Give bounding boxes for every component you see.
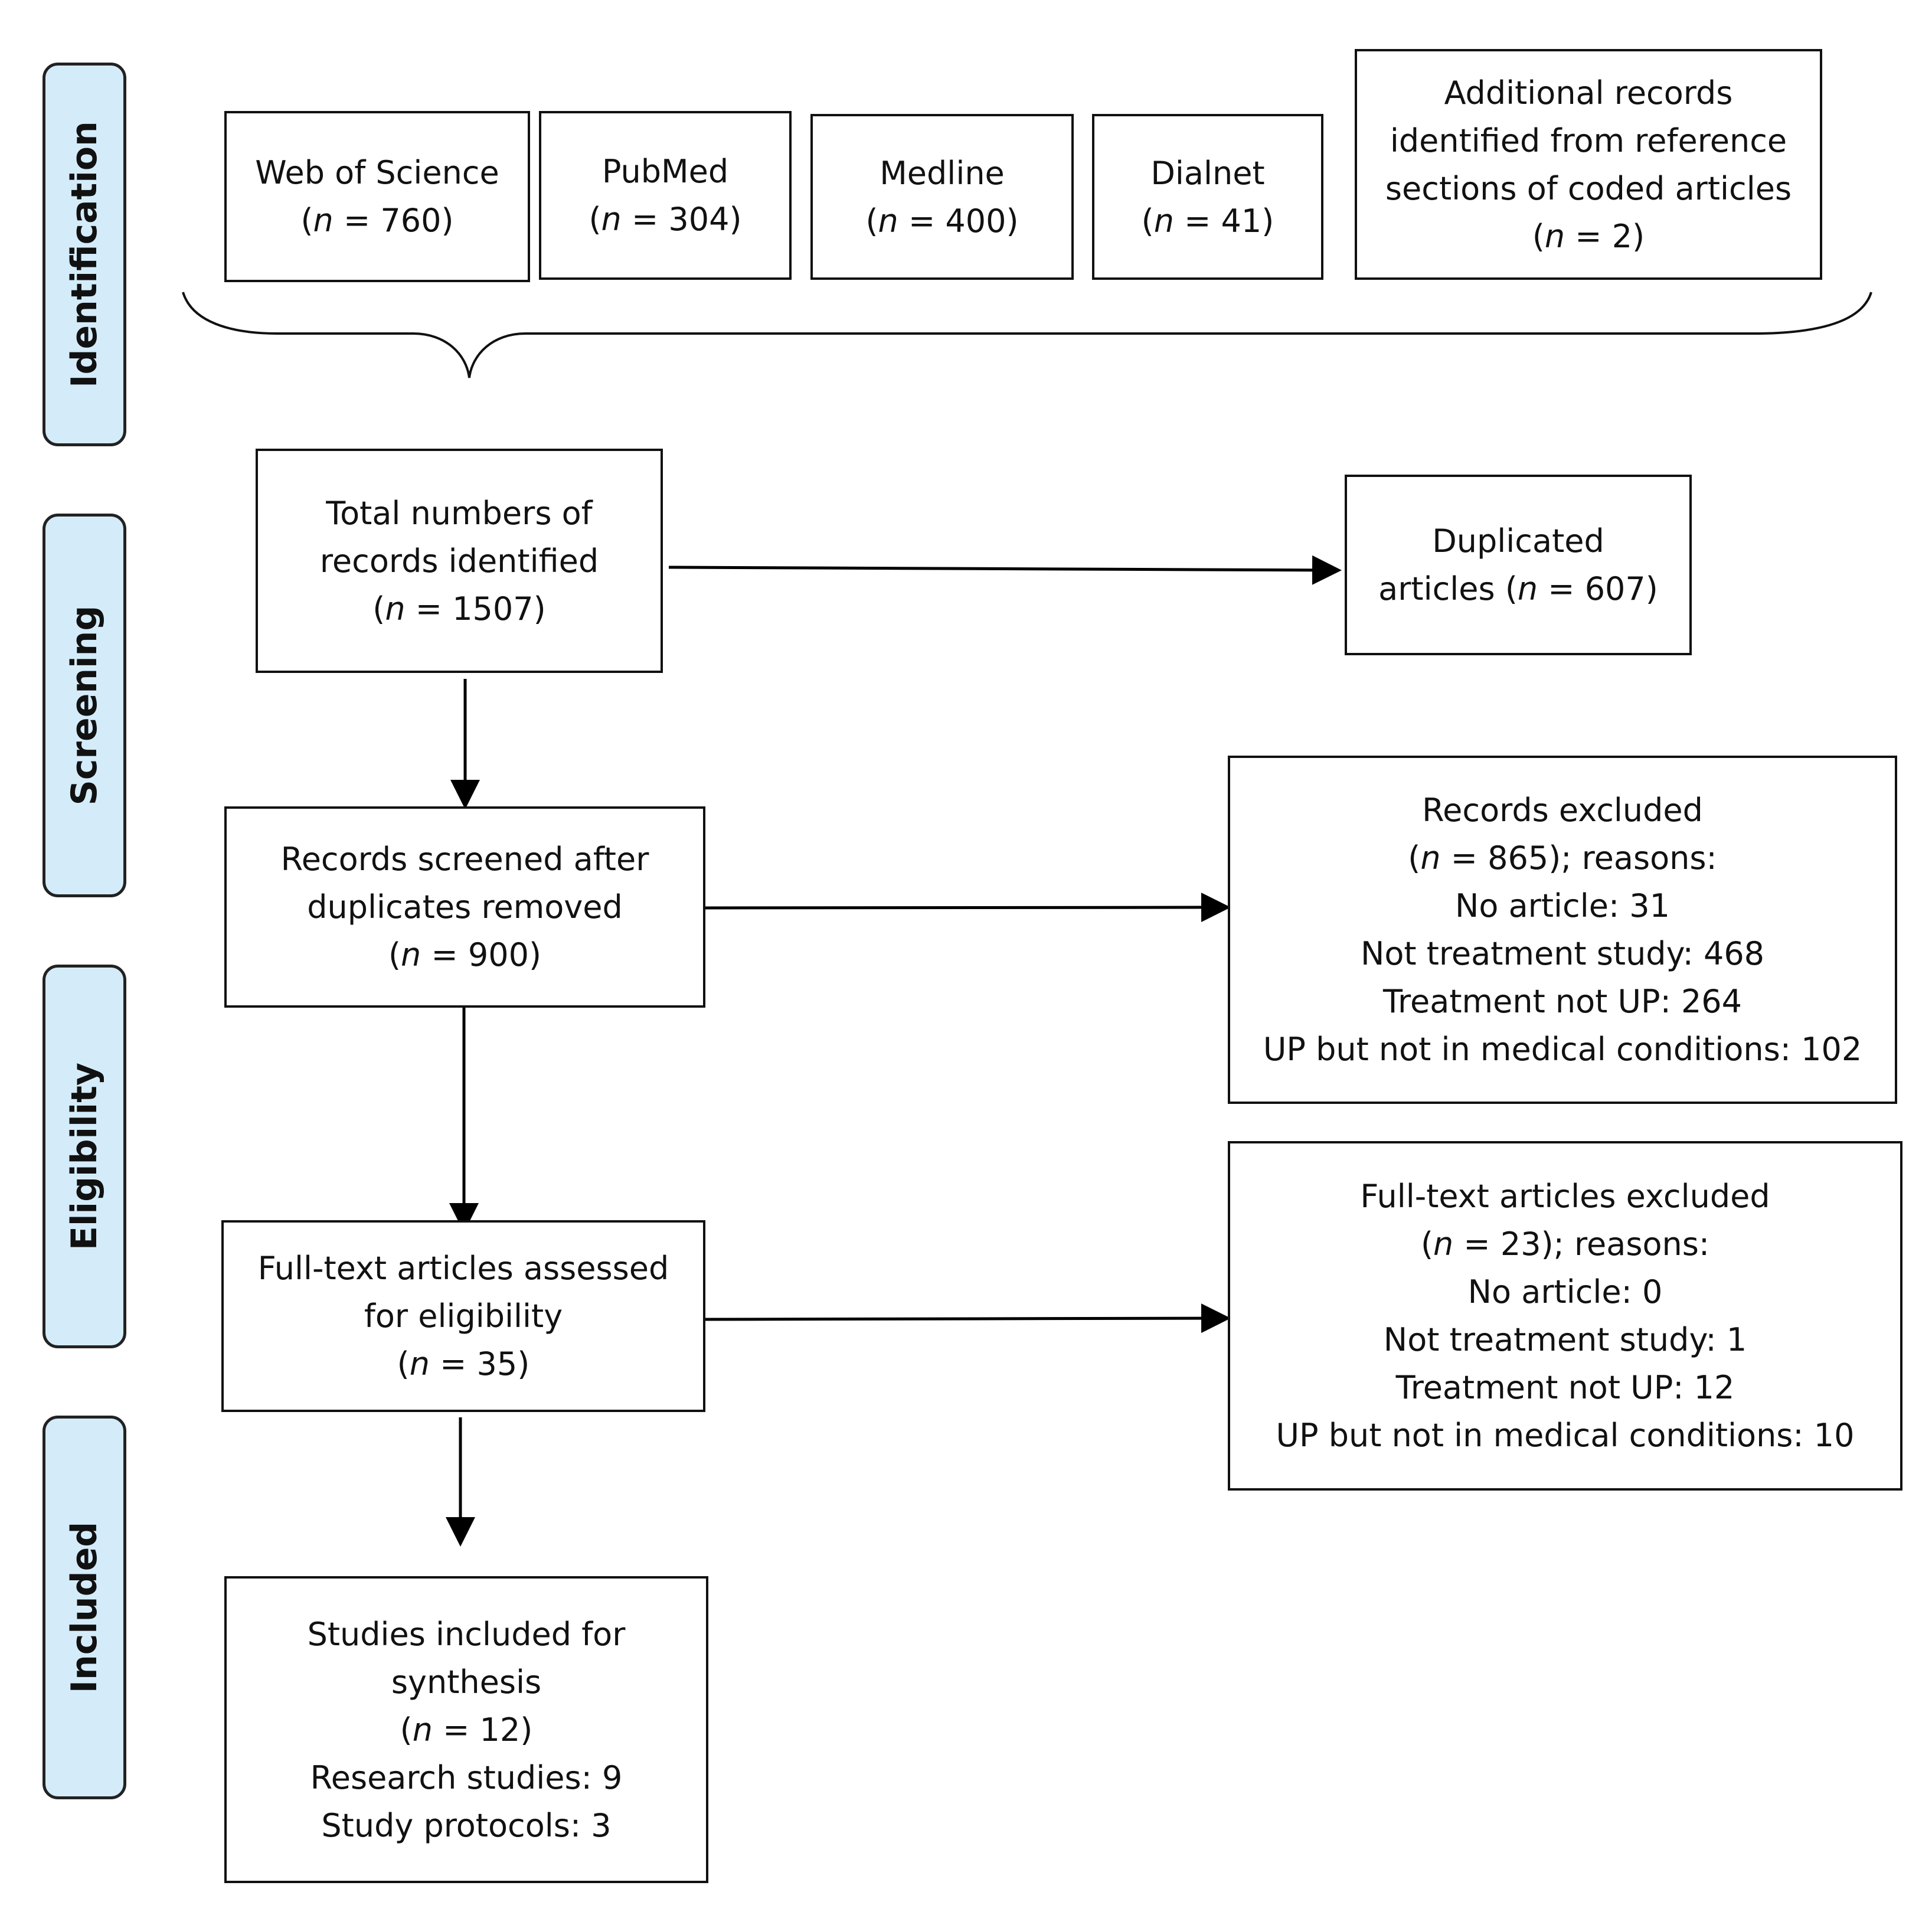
source-name: Medline (880, 154, 1005, 192)
exclusion-reason: Treatment not UP: 264 (1382, 983, 1743, 1020)
n-symbol: n (1433, 1226, 1454, 1263)
source-web-of-science: Web of Science (n = 760) (224, 111, 530, 282)
stage-identification: Identification (43, 63, 126, 446)
source-count: 304 (668, 201, 730, 238)
additional-count: 2 (1611, 217, 1633, 255)
source-name: Web of Science (255, 154, 499, 191)
total-count: 1507 (452, 590, 534, 628)
source-additional-records: Additional records identified from refer… (1355, 49, 1822, 280)
exclusion-reason: No article: 31 (1454, 887, 1671, 924)
exclusion-reason: Treatment not UP: 12 (1395, 1369, 1735, 1406)
n-symbol: n (412, 1711, 433, 1749)
exclusion-reason: UP but not in medical conditions: 10 (1276, 1417, 1855, 1454)
records-excluded-box: Records excluded (n = 865); reasons: No … (1228, 756, 1897, 1104)
duplicates-box: Duplicated articles (n = 607) (1345, 475, 1692, 655)
stage-label: Screening (64, 605, 105, 806)
fulltext-excluded-box: Full-text articles excluded (n = 23); re… (1228, 1141, 1902, 1491)
n-symbol: n (601, 201, 622, 238)
source-count: 400 (945, 202, 1006, 240)
exclusion-reason: Not treatment study: 468 (1360, 935, 1765, 972)
duplicates-count: 607 (1584, 570, 1646, 607)
total-records-box: Total numbers of records identified (n =… (256, 449, 663, 673)
stage-label: Eligibility (64, 1062, 105, 1251)
source-pubmed: PubMed (n = 304) (539, 111, 792, 280)
n-symbol: n (1544, 217, 1565, 255)
exclusion-reason: Not treatment study: 1 (1383, 1321, 1747, 1358)
source-count: 41 (1221, 202, 1262, 240)
n-symbol: n (1420, 839, 1441, 877)
arrow-total-to-duplicates (668, 555, 1342, 585)
arrow-fulltext-to-excluded (705, 1303, 1231, 1334)
source-name: Dialnet (1150, 154, 1265, 192)
identification-brace (182, 292, 1872, 378)
fulltext-assessed-box: Full-text articles assessed for eligibil… (221, 1220, 705, 1412)
stage-screening: Screening (43, 514, 126, 897)
fulltext-count: 35 (476, 1345, 518, 1383)
n-symbol: n (878, 202, 898, 240)
excluded-records-count: 865 (1488, 839, 1549, 877)
stage-label: Included (64, 1521, 105, 1694)
records-screened-box: Records screened after duplicates remove… (224, 806, 705, 1008)
n-symbol: n (385, 590, 406, 628)
excluded-fulltext-count: 23 (1500, 1226, 1541, 1263)
n-symbol: n (401, 936, 421, 973)
source-medline: Medline (n = 400) (810, 114, 1074, 280)
n-symbol: n (1153, 202, 1174, 240)
exclusion-reason: No article: 0 (1467, 1273, 1663, 1311)
stage-eligibility: Eligibility (43, 965, 126, 1348)
exclusion-reason: UP but not in medical conditions: 102 (1263, 1031, 1862, 1068)
included-detail: Study protocols: 3 (321, 1806, 612, 1844)
stage-included: Included (43, 1416, 126, 1799)
source-name: PubMed (601, 153, 729, 190)
studies-included-box: Studies included for synthesis (n = 12) … (224, 1576, 708, 1883)
stage-label: Identification (64, 121, 105, 388)
arrow-screened-to-excluded (705, 893, 1231, 923)
source-count: 760 (380, 202, 442, 239)
source-dialnet: Dialnet (n = 41) (1092, 114, 1323, 280)
n-symbol: n (313, 202, 334, 239)
screened-count: 900 (468, 936, 529, 973)
n-symbol: n (409, 1345, 430, 1383)
included-detail: Research studies: 9 (310, 1759, 623, 1796)
included-count: 12 (479, 1711, 521, 1749)
n-symbol: n (1517, 570, 1538, 607)
